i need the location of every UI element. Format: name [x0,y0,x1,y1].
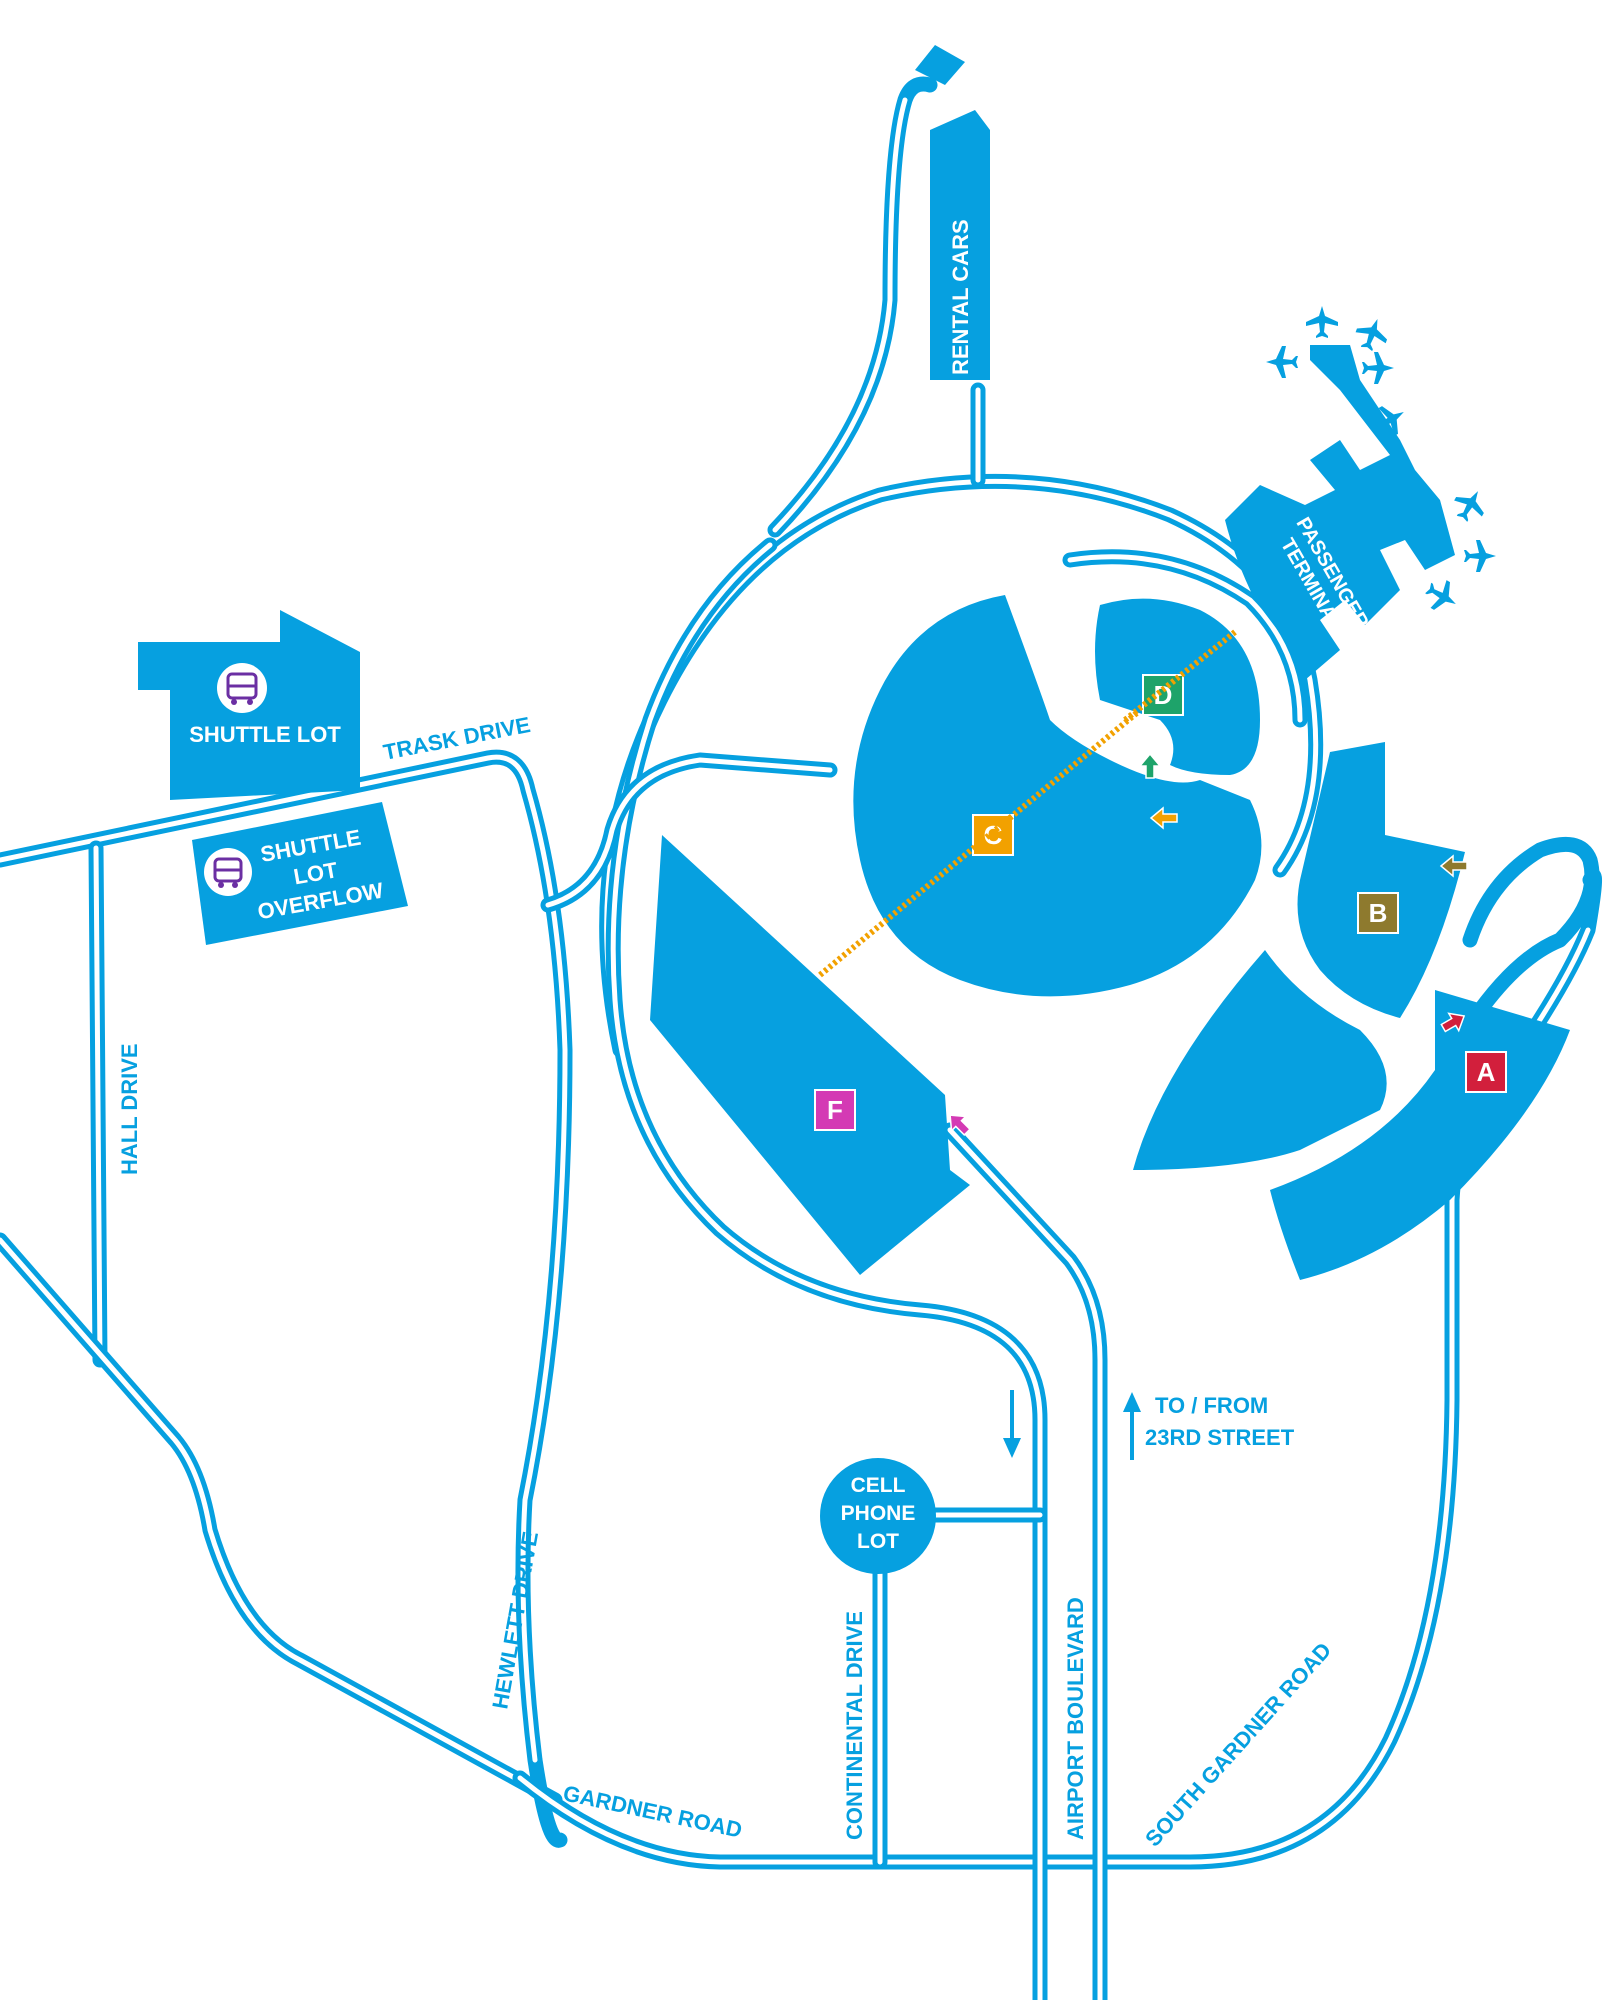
entrance-arrow-icon [1440,1012,1466,1033]
terminal-building[interactable] [1225,345,1455,680]
cell-phone-lot-label-line1: CELL [851,1474,906,1497]
airplane-icon [1266,346,1298,378]
airplane-icon [1373,406,1404,436]
east-lot[interactable] [1133,950,1387,1170]
entrance-arrow-icon [949,1114,971,1136]
airplane-icon [1355,318,1388,352]
lot-f-area[interactable]: F [650,835,974,1275]
svg-text:D: D [1154,680,1173,710]
lot-a-area[interactable]: A [1133,950,1570,1280]
svg-text:A: A [1477,1057,1496,1087]
entrance-arrow-icon [1439,854,1468,878]
rental-cars-road [767,76,938,538]
shuttle-lot-overflow-area[interactable]: SHUTTLE LOT OVERFLOW [192,802,408,945]
entrance-arrow-icon [1149,806,1178,830]
road-network [0,76,1603,2000]
lot-b-area[interactable]: B [1297,742,1468,1018]
bus-icon [204,848,252,896]
lot-f-badge: F [814,1089,856,1131]
lot-d-area[interactable]: D [1095,598,1260,830]
arrow-down-icon [1003,1390,1021,1458]
rental-cars-building [915,45,965,85]
shuttle-lot-label: SHUTTLE LOT [189,722,341,747]
svg-text:B: B [1369,898,1388,928]
rental-cars-area: RENTAL CARS [915,45,990,380]
cell-phone-lot-label-line2: PHONE [841,1502,916,1525]
gardner-road-label: GARDNER ROAD [561,1780,744,1842]
shuttle-lot-overflow[interactable] [192,802,408,945]
lot-d-badge: D [1142,674,1184,716]
airplane-icon [1362,352,1394,384]
hall-drive-label: HALL DRIVE [117,1043,142,1175]
rental-cars-lot[interactable] [930,110,990,380]
lot-f[interactable] [650,835,970,1275]
east-loop-road [1452,836,1600,1048]
southwest-road [0,1232,563,1808]
arrow-up-icon [1123,1392,1141,1460]
lot-c-area[interactable]: C [818,595,1262,997]
lot-c[interactable] [853,595,1262,997]
to-from-label-line2: 23RD STREET [1145,1425,1295,1450]
shuttle-lot-area[interactable]: SHUTTLE LOT [138,610,360,800]
lot-c-badge: C [972,814,1014,856]
airplane-icon [1425,580,1456,610]
continental-drive-label: CONTINENTAL DRIVE [842,1611,867,1840]
rental-cars-label: RENTAL CARS [948,219,973,375]
south-gardner-road-label: SOUTH GARDNER ROAD [1140,1638,1336,1852]
entrance-arrow-icon [1138,752,1162,779]
svg-text:F: F [827,1095,843,1125]
lot-b[interactable] [1297,742,1466,1018]
airplane-icon [1454,491,1484,522]
cell-phone-lot[interactable]: CELL PHONE LOT [820,1458,936,1574]
passenger-terminal[interactable]: PASSENGER TERMINAL [1225,306,1496,680]
lot-a-badge: A [1465,1051,1507,1093]
airplane-icon [1306,306,1338,338]
airport-boulevard-road [942,1122,1108,2000]
bus-icon [217,663,267,713]
airport-boulevard-label: AIRPORT BOULEVARD [1063,1597,1088,1840]
cell-phone-lot-marker[interactable] [820,1458,936,1574]
to-from-label-line1: TO / FROM [1155,1393,1268,1418]
cell-phone-lot-label-line3: LOT [857,1530,899,1553]
lot-b-badge: B [1357,892,1399,934]
airplane-icon [1464,540,1496,572]
